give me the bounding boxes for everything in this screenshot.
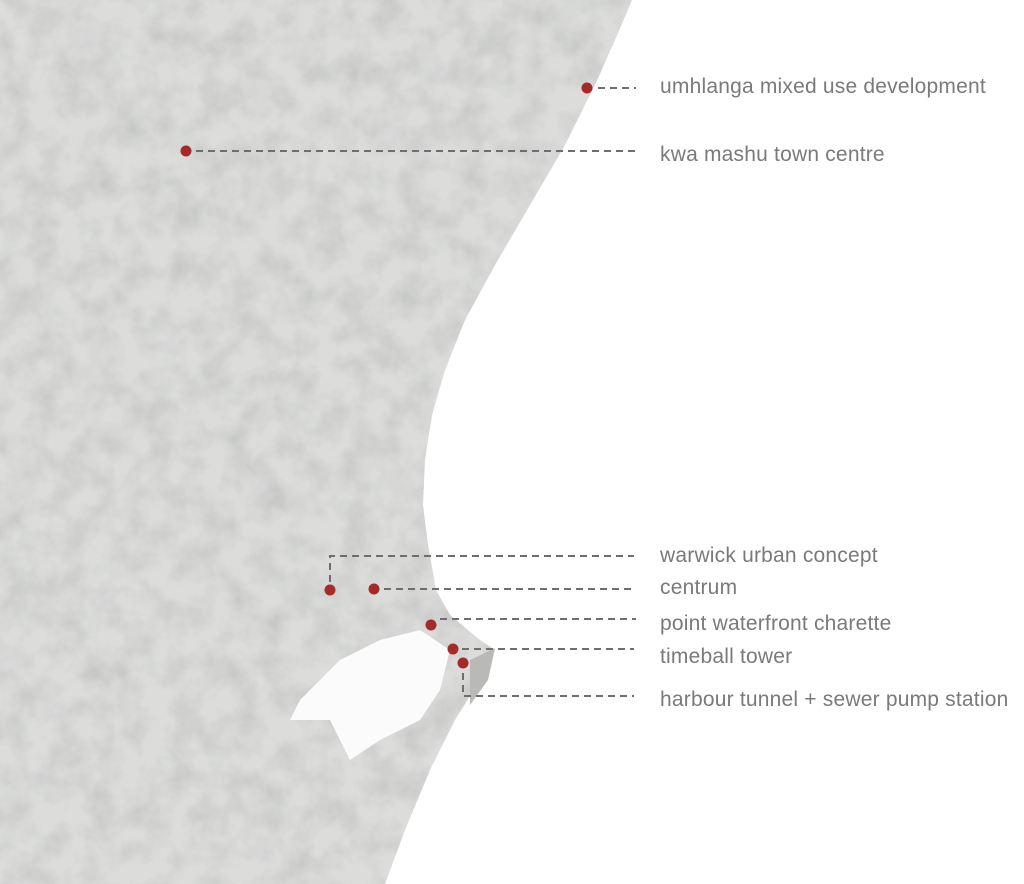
label-umhlanga: umhlanga mixed use development — [660, 75, 986, 98]
land-area — [0, 0, 632, 884]
harbour-bluff — [470, 648, 495, 705]
marker-point[interactable] — [425, 619, 437, 631]
harbour-water — [290, 630, 450, 760]
marker-warwick[interactable] — [324, 584, 336, 596]
label-timeball: timeball tower — [660, 645, 793, 668]
marker-harbour[interactable] — [457, 657, 469, 669]
leader-lines — [196, 87, 636, 697]
label-kwamashu: kwa mashu town centre — [660, 143, 885, 166]
marker-umhlanga[interactable] — [581, 82, 593, 94]
label-centrum: centrum — [660, 576, 738, 599]
marker-timeball[interactable] — [447, 643, 459, 655]
marker-centrum[interactable] — [368, 583, 380, 595]
leader-harbour — [462, 673, 634, 697]
label-warwick: warwick urban concept — [660, 544, 878, 567]
marker-kwamashu[interactable] — [180, 145, 192, 157]
label-harbour: harbour tunnel + sewer pump station — [660, 688, 1009, 711]
leader-warwick — [329, 555, 634, 582]
label-point: point waterfront charette — [660, 612, 892, 635]
